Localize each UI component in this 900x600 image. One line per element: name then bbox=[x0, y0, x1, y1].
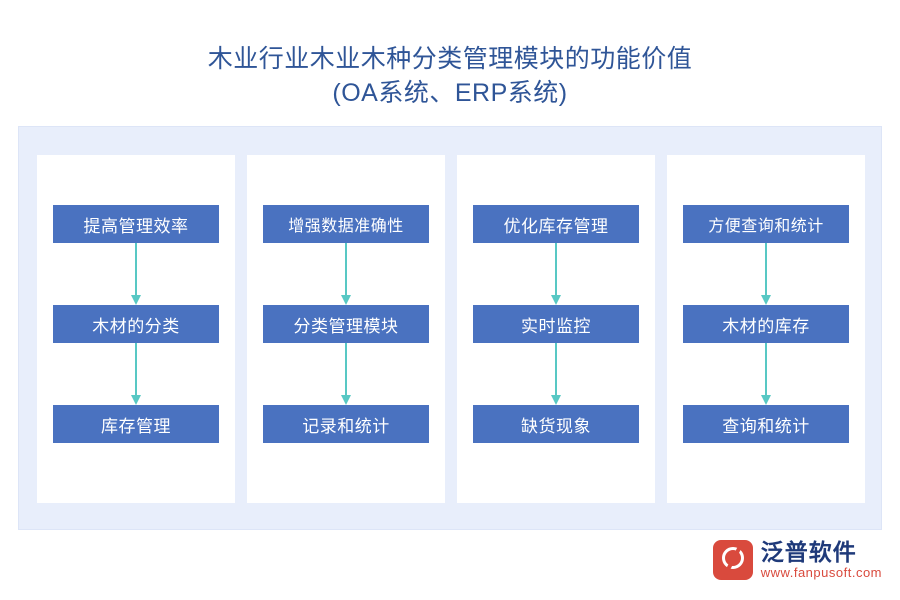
diagram-column-3: 优化库存管理 实时监控 缺货现象 bbox=[457, 155, 655, 503]
diagram-board: 提高管理效率 木材的分类 库存管理 增强数据准确性 分类管理模块 bbox=[18, 126, 882, 530]
brand-logo: 泛普软件 www.fanpusoft.com bbox=[712, 532, 882, 588]
node-box[interactable]: 缺货现象 bbox=[473, 405, 639, 443]
arrow-down-icon bbox=[131, 343, 141, 405]
arrow-down-icon bbox=[551, 343, 561, 405]
arrow-down-icon bbox=[551, 243, 561, 305]
node-box[interactable]: 木材的分类 bbox=[53, 305, 219, 343]
node-box[interactable]: 提高管理效率 bbox=[53, 205, 219, 243]
arrow-down-icon bbox=[131, 243, 141, 305]
diagram-column-1: 提高管理效率 木材的分类 库存管理 bbox=[37, 155, 235, 503]
brand-url: www.fanpusoft.com bbox=[760, 565, 882, 580]
diagram-column-2: 增强数据准确性 分类管理模块 记录和统计 bbox=[247, 155, 445, 503]
node-box[interactable]: 库存管理 bbox=[53, 405, 219, 443]
diagram-columns: 提高管理效率 木材的分类 库存管理 增强数据准确性 分类管理模块 bbox=[19, 127, 883, 531]
arrow-down-icon bbox=[341, 243, 351, 305]
arrow-down-icon bbox=[761, 243, 771, 305]
page-title: 木业行业木业木种分类管理模块的功能价值 (OA系统、ERP系统) bbox=[0, 0, 900, 110]
brand-name: 泛普软件 bbox=[760, 539, 857, 565]
node-box[interactable]: 木材的库存 bbox=[683, 305, 849, 343]
diagram-column-4: 方便查询和统计 木材的库存 查询和统计 bbox=[667, 155, 865, 503]
page-title-line1: 木业行业木业木种分类管理模块的功能价值 bbox=[207, 45, 693, 73]
node-box[interactable]: 实时监控 bbox=[473, 305, 639, 343]
page-title-line2: (OA系统、ERP系统) bbox=[332, 79, 568, 107]
arrow-down-icon bbox=[761, 343, 771, 405]
node-box[interactable]: 优化库存管理 bbox=[473, 205, 639, 243]
node-box[interactable]: 方便查询和统计 bbox=[683, 205, 849, 243]
node-box[interactable]: 查询和统计 bbox=[683, 405, 849, 443]
node-box[interactable]: 记录和统计 bbox=[263, 405, 429, 443]
node-box[interactable]: 分类管理模块 bbox=[263, 305, 429, 343]
arrow-down-icon bbox=[341, 343, 351, 405]
fanpu-logo-icon bbox=[712, 540, 753, 580]
brand-text: 泛普软件 www.fanpusoft.com bbox=[761, 539, 882, 581]
node-box[interactable]: 增强数据准确性 bbox=[263, 205, 429, 243]
